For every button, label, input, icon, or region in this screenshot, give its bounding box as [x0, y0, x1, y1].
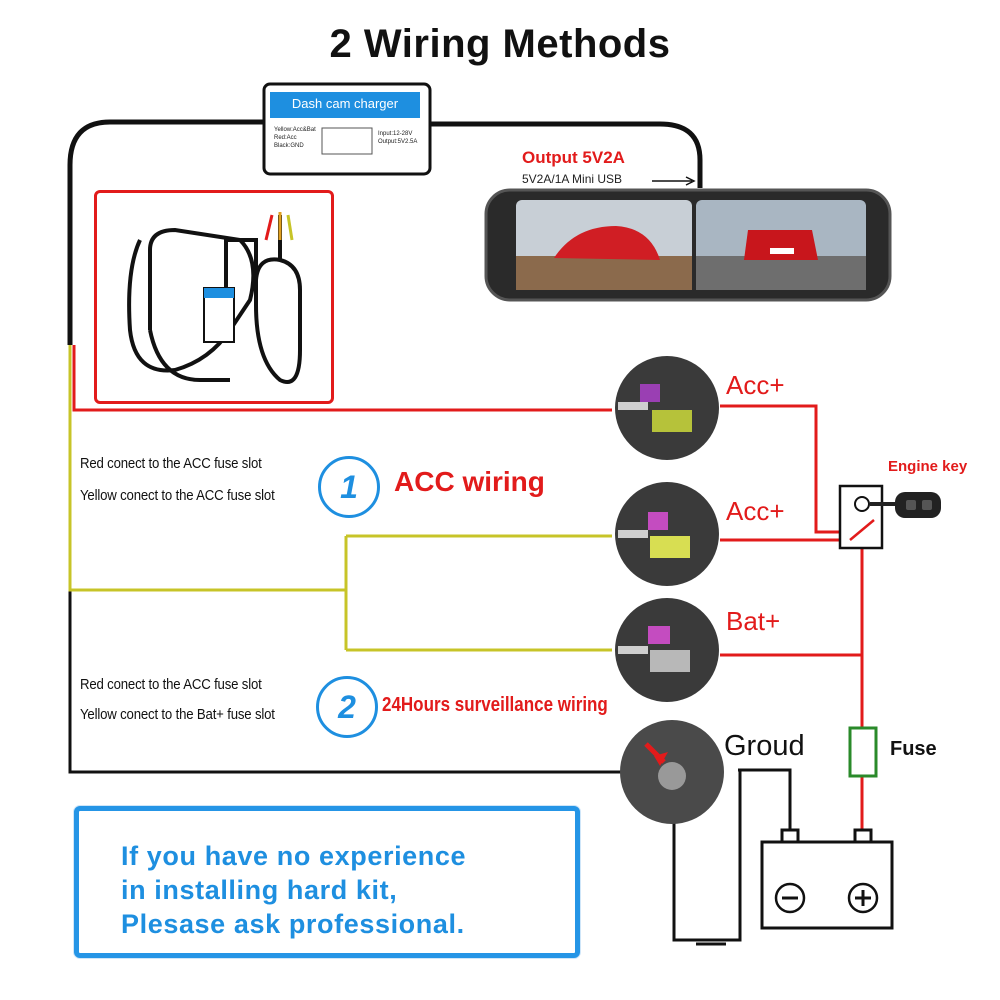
ignition-switch	[838, 484, 884, 550]
ground-bolt-photo	[620, 720, 724, 824]
charger-label: Dash cam charger	[270, 92, 420, 118]
usb-label: 5V2A/1A Mini USB	[522, 172, 623, 186]
yellow-wire	[68, 345, 346, 592]
charger-legend-line: Yellow:Acc&Bat	[274, 127, 316, 133]
method2-instruction-yellow: Yellow conect to the Bat+ fuse slot	[80, 706, 275, 723]
fuse-slot-label-bat: Bat+	[726, 606, 781, 636]
car-key-icon	[895, 492, 941, 518]
acc1-to-key	[720, 404, 846, 534]
charger-spec-line: Output:5V2.5A	[378, 139, 418, 145]
method2-instruction-red: Red conect to the ACC fuse slot	[80, 676, 262, 693]
fuse-slot-label-acc-2: Acc+	[726, 496, 785, 526]
fuse-slot-photo-2	[615, 482, 719, 586]
battery-body	[760, 840, 894, 930]
fuse-slot-photo-1	[615, 356, 719, 460]
method1-title: ACC wiring	[394, 466, 545, 497]
page-title: 2 Wiring Methods	[329, 22, 671, 66]
charger-legend-line: Red:Acc	[274, 135, 297, 141]
hardwire-kit-inset	[94, 190, 334, 404]
battery-terminal-minus	[780, 828, 800, 844]
charger-spec: Input:12-28V Output:5V2.5A	[378, 130, 417, 146]
charger-input-cable	[67, 119, 268, 345]
inline-fuse	[848, 726, 878, 778]
method2-number-badge: 2	[316, 676, 378, 738]
method1-instruction-red: Red conect to the ACC fuse slot	[80, 455, 262, 472]
notice-line: If you have no experience	[121, 841, 467, 871]
charger-spec-line: Input:12-28V	[378, 131, 413, 137]
fuse-slot-label-acc-1: Acc+	[726, 370, 785, 400]
notice-box: If you have no experience in installing …	[74, 806, 580, 958]
charger-legend: Yellow:Acc&Bat Red:Acc Black:GND	[274, 126, 316, 150]
method1-instruction-yellow: Yellow conect to the ACC fuse slot	[80, 487, 275, 504]
ground-label: Groud	[724, 730, 805, 762]
ground-to-battery	[738, 768, 792, 830]
charger-legend-line: Black:GND	[274, 143, 304, 149]
mirror-dashcam	[484, 188, 892, 302]
notice-line: in installing hard kit,	[121, 875, 398, 905]
usb-cable	[430, 121, 703, 188]
fuse-label: Fuse	[890, 738, 937, 760]
red-wire	[72, 345, 612, 412]
fuse-slot-photo-3	[615, 598, 719, 702]
output-label: Output 5V2A	[522, 148, 625, 167]
method1-number-badge: 1	[318, 456, 380, 518]
battery-terminal-plus	[853, 828, 873, 844]
notice-line: Plesase ask professional.	[121, 909, 465, 939]
ground-to-chassis	[672, 770, 742, 942]
engine-key-label: Engine key	[888, 458, 968, 475]
method2-title: 24Hours surveillance wiring	[382, 694, 608, 716]
